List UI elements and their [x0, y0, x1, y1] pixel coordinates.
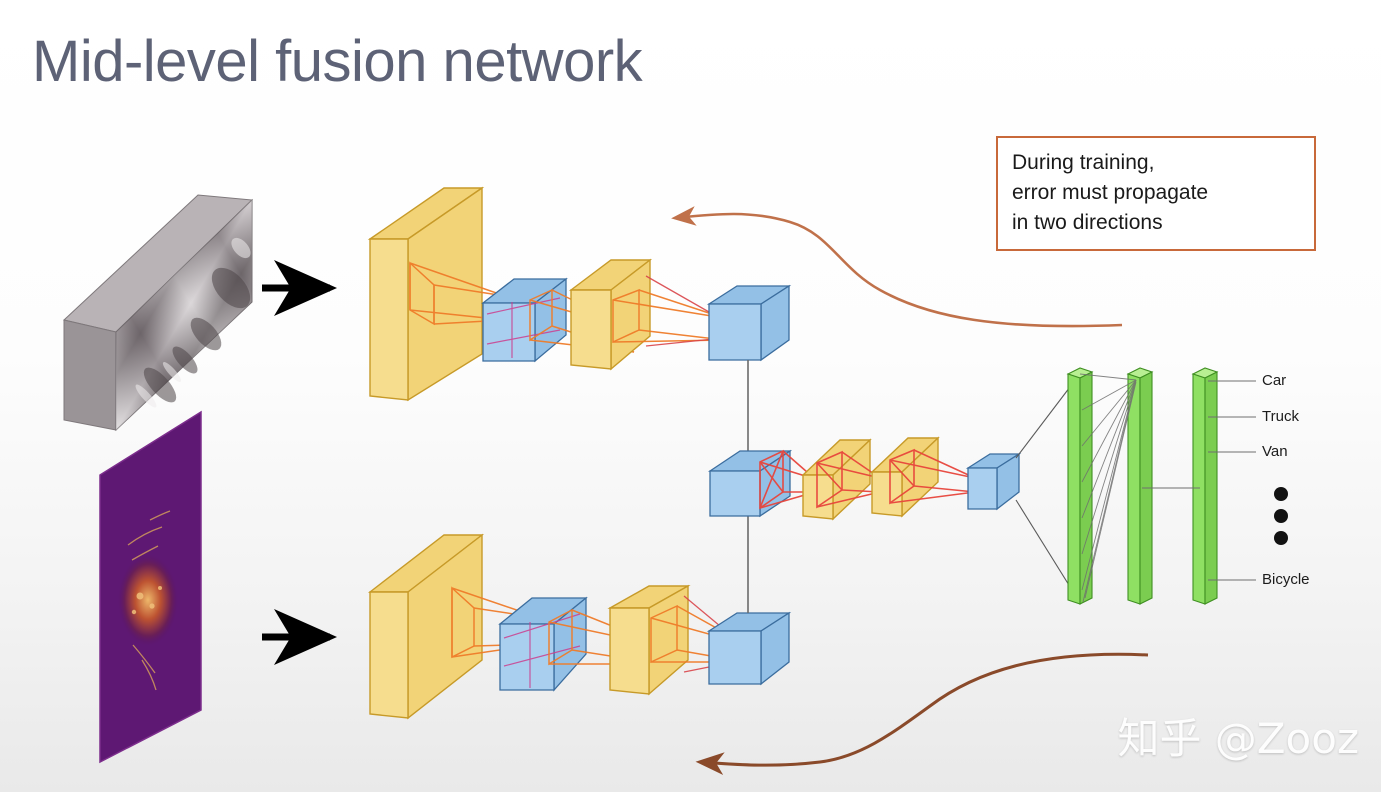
- cube-to-fc1-connections: [1015, 382, 1078, 599]
- class-label-van: Van: [1262, 443, 1288, 460]
- fusion-branch: [707, 436, 1022, 521]
- training-annotation-box: During training, error must propagate in…: [996, 136, 1316, 252]
- bottom-conv-slab-2: [607, 584, 691, 696]
- top-cnn-branch: [367, 186, 792, 402]
- zhihu-watermark: 知乎 @Zooz: [1117, 714, 1359, 763]
- fc-output-layer: [1191, 367, 1219, 605]
- class-ellipsis-dots: [1274, 487, 1288, 545]
- class-label-truck: Truck: [1262, 408, 1299, 425]
- input-camera-image: [62, 194, 254, 432]
- top-conv-slab-2: [568, 258, 653, 371]
- fusion-concat-cube: [707, 449, 793, 518]
- top-feature-cube: [706, 284, 792, 362]
- fc1-to-fc2-connections: [1079, 373, 1137, 603]
- bottom-backprop-arrow: [695, 652, 1149, 775]
- annotation-line-3: in two directions: [1012, 210, 1163, 234]
- top-pool-block-1: [481, 277, 568, 363]
- fusion-feature-cube: [965, 452, 1022, 511]
- class-label-bicycle: Bicycle: [1262, 571, 1310, 588]
- bottom-pool-block-1: [498, 596, 588, 692]
- bottom-conv-slab-1: [367, 533, 485, 720]
- annotation-line-1: During training,: [1012, 151, 1155, 174]
- class-label-leaders: [1208, 380, 1256, 581]
- bottom-feature-cube: [706, 611, 792, 686]
- fusion-conv-slab-1: [801, 438, 872, 521]
- annotation-line-2: error must propagate: [1012, 180, 1209, 204]
- bottom-cnn-branch: [367, 533, 792, 720]
- fc-layer-1: [1066, 367, 1094, 605]
- class-label-car: Car: [1262, 372, 1287, 389]
- page-title: Mid-level fusion network: [32, 29, 643, 94]
- fc-layer-2: [1126, 367, 1154, 605]
- top-conv-slab-1: [367, 186, 485, 402]
- top-backprop-arrow: [671, 206, 1123, 328]
- input-lidar-map: [99, 410, 202, 764]
